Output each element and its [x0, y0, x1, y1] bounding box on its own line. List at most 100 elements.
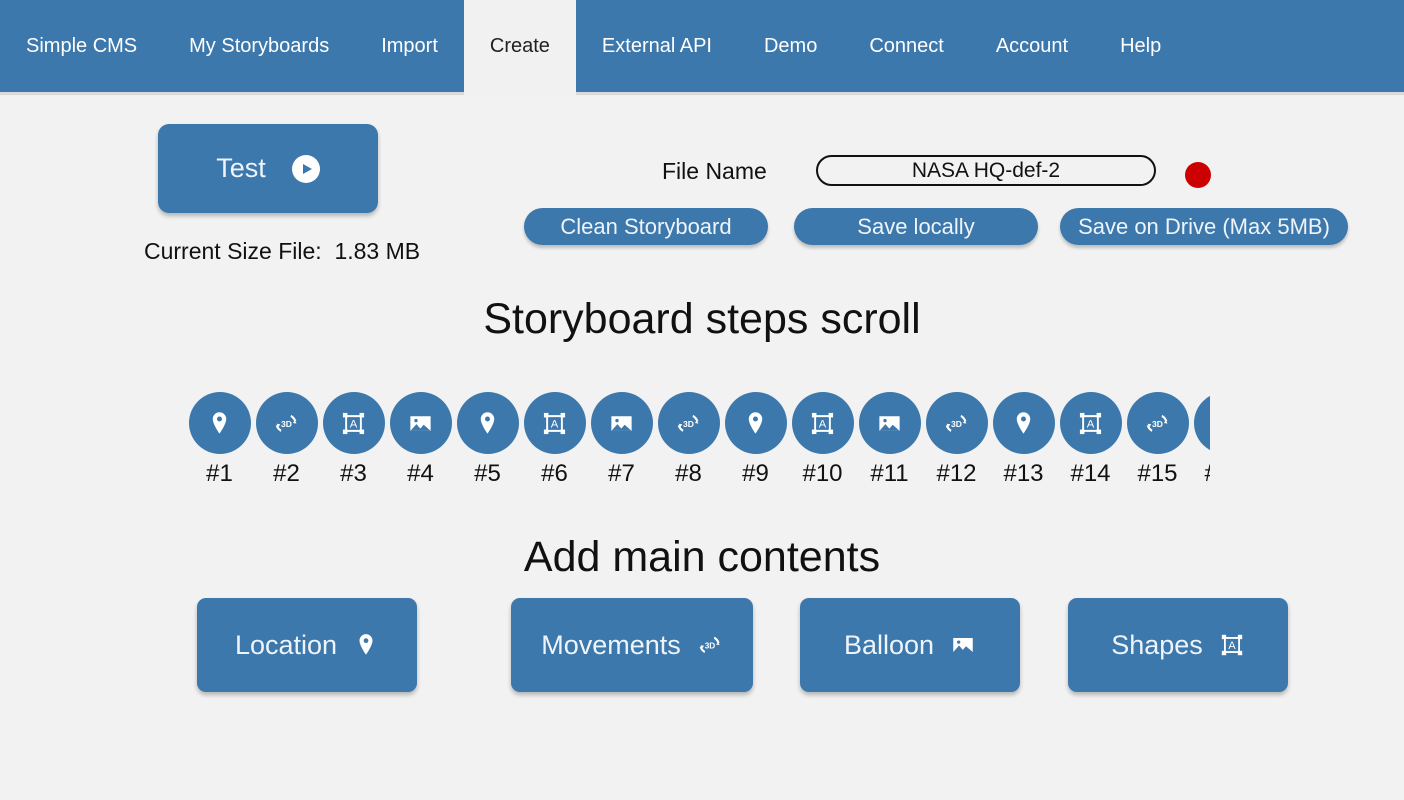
nav-item-label: Connect	[869, 34, 944, 57]
storyboard-step-label: #1	[206, 460, 233, 487]
location-pin-icon[interactable]	[1193, 392, 1210, 454]
svg-text:A: A	[1228, 640, 1236, 652]
storyboard-step-label: #9	[742, 460, 769, 487]
svg-text:A: A	[551, 418, 559, 430]
storyboard-step[interactable]: #13	[990, 392, 1057, 497]
storyboard-step-label: #5	[474, 460, 501, 487]
image-icon[interactable]	[590, 392, 653, 454]
svg-text:3D: 3D	[683, 418, 694, 428]
nav-item-label: External API	[601, 34, 712, 57]
storyboard-step[interactable]: 3D #15	[1124, 392, 1191, 497]
storyboard-step-label: #2	[273, 460, 300, 487]
nav-item-label: Create	[489, 34, 550, 57]
file-name-label: File Name	[662, 158, 767, 184]
nav-item-label: Help	[1120, 34, 1162, 57]
play-circle-icon	[291, 154, 320, 183]
storyboard-step-label: #3	[340, 460, 367, 487]
nav-item-label: Simple CMS	[26, 34, 138, 57]
storyboard-step-label: #8	[675, 460, 702, 487]
shapes-frame-icon[interactable]: A	[791, 392, 854, 454]
shapes-frame-icon[interactable]: A	[322, 392, 385, 454]
current-size-file-label: Current Size File: 1.83 MB	[144, 238, 421, 264]
svg-text:3D: 3D	[281, 418, 292, 428]
location-pin-icon[interactable]	[456, 392, 519, 454]
nav-item-help[interactable]: Help	[1094, 0, 1187, 92]
storyboard-step[interactable]: #7	[588, 392, 655, 497]
nav-item-label: Account	[995, 34, 1069, 57]
add-balloon-label: Balloon	[843, 629, 935, 660]
add-location-label: Location	[234, 629, 338, 660]
storyboard-step-label: #13	[1003, 460, 1044, 487]
storyboard-step[interactable]: A #3	[320, 392, 387, 497]
rotate-3d-icon[interactable]: 3D	[1126, 392, 1189, 454]
storyboard-step[interactable]: A #10	[789, 392, 856, 497]
shapes-frame-icon[interactable]: A	[523, 392, 586, 454]
nav-item-my-storyboards[interactable]: My Storyboards	[163, 0, 355, 92]
storyboard-step-label: #11	[870, 460, 909, 487]
storyboard-step-label: #16	[1204, 460, 1210, 488]
svg-text:3D: 3D	[951, 418, 962, 428]
storyboard-steps-scroll[interactable]: #1 3D #2 A #3 #4 #5 A #6 #7 3D #8 #9 A #10 #11 3D #12 #13 A…	[186, 392, 1210, 497]
svg-text:A: A	[350, 418, 358, 430]
nav-item-simple-cms[interactable]: Simple CMS	[0, 0, 163, 92]
storyboard-step[interactable]: #1	[186, 392, 253, 497]
nav-item-create[interactable]: Create	[463, 0, 576, 92]
storyboard-step[interactable]: #16	[1191, 392, 1210, 497]
save-locally-button[interactable]: Save locally	[794, 208, 1038, 245]
test-button-label: Test	[216, 153, 266, 183]
nav-item-external-api[interactable]: External API	[576, 0, 738, 92]
storyboard-step[interactable]: 3D #8	[655, 392, 722, 497]
svg-text:3D: 3D	[1152, 418, 1163, 428]
storyboard-step[interactable]: A #6	[521, 392, 588, 497]
add-balloon-button[interactable]: Balloon	[800, 598, 1020, 692]
rotate-3d-icon[interactable]: 3D	[657, 392, 720, 454]
location-pin-icon[interactable]	[724, 392, 787, 454]
add-shapes-button[interactable]: Shapes A	[1068, 598, 1288, 692]
storyboard-step-label: #7	[608, 460, 635, 487]
nav-item-import[interactable]: Import	[355, 0, 464, 92]
svg-text:3D: 3D	[705, 641, 716, 650]
rotate-3d-icon[interactable]: 3D	[925, 392, 988, 454]
save-on-drive-button[interactable]: Save on Drive (Max 5MB)	[1060, 208, 1348, 245]
storyboard-step-label: #10	[802, 460, 843, 487]
storyboard-step-label: #12	[936, 460, 977, 487]
storyboard-step[interactable]: 3D #2	[253, 392, 320, 497]
storyboard-step-label: #6	[541, 460, 568, 487]
image-icon[interactable]	[389, 392, 452, 454]
storyboard-step-label: #14	[1070, 460, 1111, 487]
nav-item-label: Import	[381, 34, 438, 57]
file-name-input[interactable]	[816, 155, 1156, 186]
location-pin-icon	[353, 632, 379, 658]
clean-storyboard-button[interactable]: Clean Storyboard	[524, 208, 768, 245]
record-status-dot[interactable]	[1185, 162, 1211, 188]
storyboard-step[interactable]: #11	[856, 392, 923, 497]
nav-item-account[interactable]: Account	[970, 0, 1094, 92]
nav-item-label: My Storyboards	[189, 34, 330, 57]
nav-item-demo[interactable]: Demo	[738, 0, 843, 92]
nav-item-connect[interactable]: Connect	[843, 0, 970, 92]
svg-text:A: A	[1087, 418, 1095, 430]
add-movements-button[interactable]: Movements 3D	[511, 598, 753, 692]
location-pin-icon[interactable]	[992, 392, 1055, 454]
storyboard-step[interactable]: 3D #12	[923, 392, 990, 497]
rotate-3d-icon: 3D	[697, 632, 723, 658]
shapes-frame-icon: A	[1219, 632, 1245, 658]
add-location-button[interactable]: Location	[197, 598, 417, 692]
shapes-frame-icon[interactable]: A	[1059, 392, 1122, 454]
storyboard-step[interactable]: #5	[454, 392, 521, 497]
storyboard-step[interactable]: #9	[722, 392, 789, 497]
image-icon	[950, 632, 976, 658]
storyboard-step[interactable]: #4	[387, 392, 454, 497]
storyboard-steps-title: Storyboard steps scroll	[483, 295, 921, 343]
add-movements-label: Movements	[541, 629, 681, 660]
svg-text:A: A	[819, 418, 827, 430]
storyboard-step-label: #4	[407, 460, 434, 487]
test-button[interactable]: Test	[158, 124, 378, 213]
storyboard-step[interactable]: A #14	[1057, 392, 1124, 497]
storyboard-step-label: #15	[1137, 460, 1178, 487]
image-icon[interactable]	[858, 392, 921, 454]
nav-bottom-divider	[0, 92, 1404, 95]
add-shapes-label: Shapes	[1111, 629, 1203, 660]
location-pin-icon[interactable]	[188, 392, 251, 454]
rotate-3d-icon[interactable]: 3D	[255, 392, 318, 454]
